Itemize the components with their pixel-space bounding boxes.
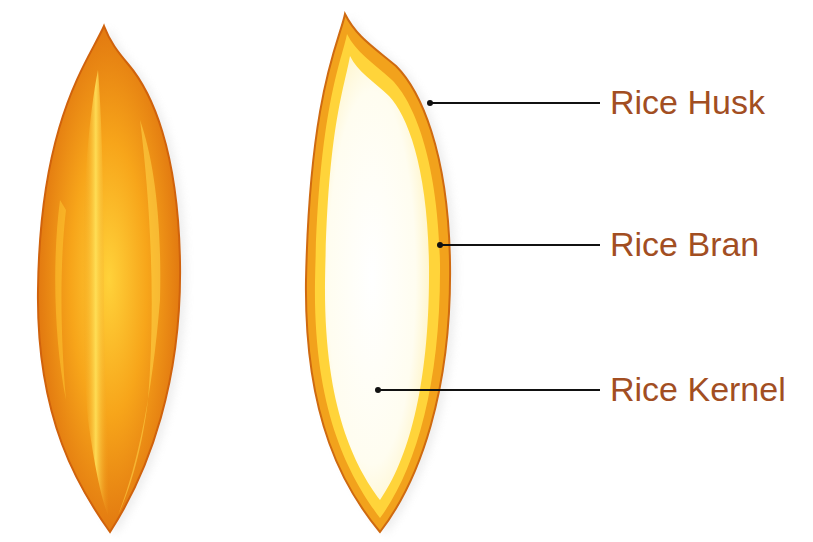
label-slot: Rice Kernel	[610, 371, 786, 408]
sectioned-rice-grain	[306, 14, 456, 534]
part-label: Rice Husk	[610, 83, 765, 121]
label-slot: Rice Husk	[610, 84, 765, 121]
part-label: Rice Bran	[610, 225, 759, 263]
rice-kernel-layer	[325, 56, 429, 500]
leader-lines	[378, 103, 600, 390]
leader-dot	[427, 100, 433, 106]
label-slot: Rice Bran	[610, 226, 759, 263]
leader-line	[430, 102, 600, 104]
leader-dot	[375, 387, 381, 393]
leader-line	[440, 244, 600, 246]
part-label: Rice Kernel	[610, 370, 786, 408]
leader-line	[378, 389, 600, 391]
rice-husk-layer	[306, 14, 450, 532]
leader-dot	[437, 242, 443, 248]
leader-dots	[375, 100, 443, 393]
whole-rice-grain	[38, 26, 186, 534]
rice-bran-layer	[315, 34, 440, 518]
